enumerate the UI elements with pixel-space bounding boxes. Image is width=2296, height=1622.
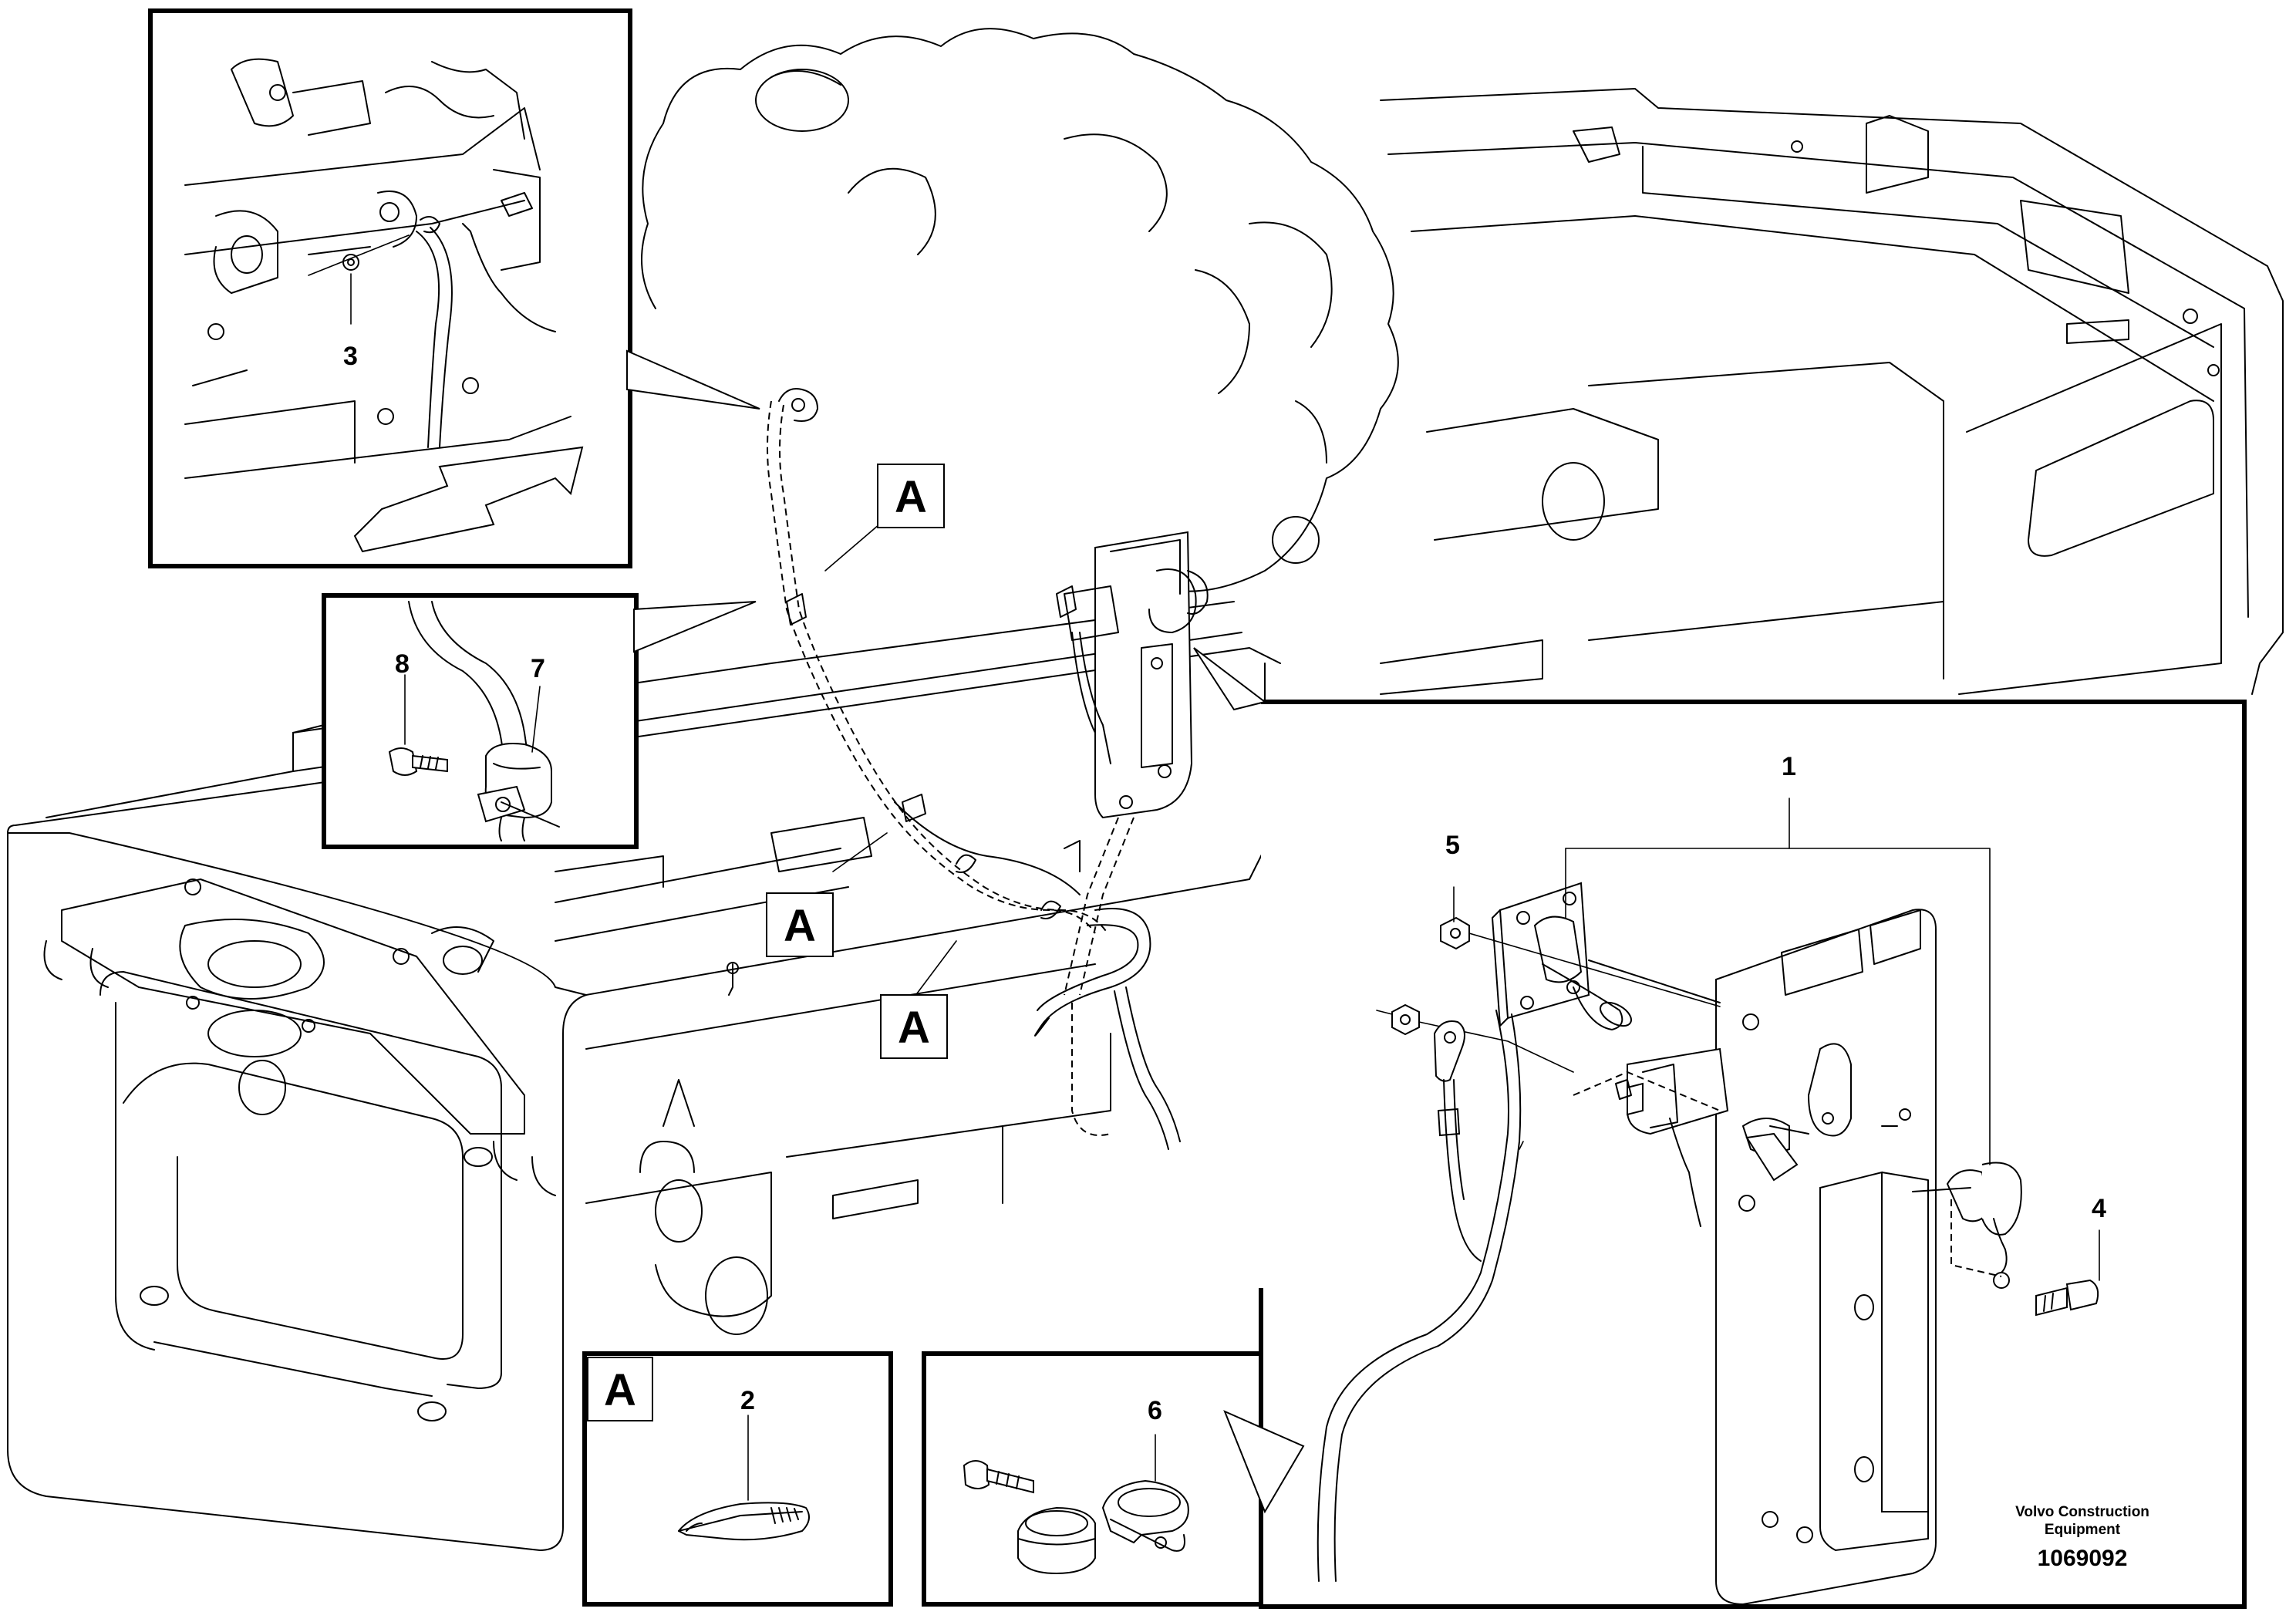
callout-6: 6 xyxy=(1148,1396,1162,1425)
view-label-a1: A xyxy=(895,472,927,522)
detail-box-ground-point xyxy=(148,8,632,568)
view-label-a3-box: A xyxy=(880,994,948,1059)
callout-8: 8 xyxy=(395,649,410,679)
detail-box-clamp xyxy=(322,593,639,849)
main-view-harness xyxy=(767,388,1209,1150)
view-label-a3: A xyxy=(898,1003,930,1053)
callout-7: 7 xyxy=(531,654,545,683)
view-label-a2: A xyxy=(784,901,816,951)
detail-box-clip xyxy=(922,1351,1275,1607)
callout-2: 2 xyxy=(740,1386,755,1415)
detail-box-cable-tie xyxy=(582,1351,893,1607)
view-label-a4: A xyxy=(604,1365,636,1415)
document-number: 1069092 xyxy=(2038,1546,2128,1571)
view-label-a2-box: A xyxy=(766,892,834,957)
view-label-a1-box: A xyxy=(877,464,945,528)
callout-1: 1 xyxy=(1782,752,1796,781)
callout-3: 3 xyxy=(343,342,358,371)
callout-4: 4 xyxy=(2092,1194,2106,1223)
callout-5: 5 xyxy=(1445,831,1460,860)
detail-box-battery-disconnect: Volvo Construction Equipment 1069092 xyxy=(1259,700,2247,1609)
brand-line2: Equipment xyxy=(2045,1522,2121,1538)
callout-pointers xyxy=(626,349,1305,1514)
machine-frame-drawing xyxy=(7,28,2284,1551)
brand-line1: Volvo Construction xyxy=(2015,1504,2149,1520)
